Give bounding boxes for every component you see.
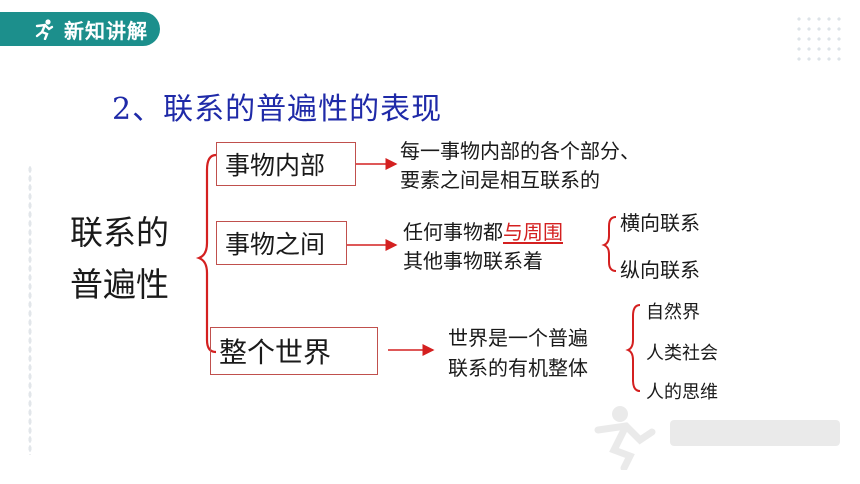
branch-label-2: 事物之间 <box>225 230 326 259</box>
branch-box-1: 事物内部 <box>216 142 356 186</box>
branch-box-2: 事物之间 <box>216 221 347 265</box>
branch-label-3: 整个世界 <box>219 336 332 369</box>
desc-3-line-2: 联系的有机整体 <box>448 356 588 380</box>
branch-desc-1: 每一事物内部的各个部分、 要素之间是相互联系的 <box>400 137 640 195</box>
sub-item-thinking: 人的思维 <box>646 382 718 403</box>
root-line-1: 联系的 <box>70 213 169 252</box>
main-brace <box>195 153 217 354</box>
sub-item-society: 人类社会 <box>646 343 718 364</box>
sub-brace-2 <box>601 216 617 272</box>
desc-3-line-1: 世界是一个普遍 <box>448 326 588 350</box>
desc-1-line-1: 每一事物内部的各个部分、 <box>400 139 640 163</box>
branch-label-1: 事物内部 <box>225 151 326 180</box>
runner-icon <box>35 19 54 40</box>
sub-item-nature: 自然界 <box>646 302 700 323</box>
section-badge: 新知讲解 <box>0 12 160 46</box>
desc-1-line-2: 要素之间是相互联系的 <box>400 168 600 192</box>
sub-brace-3 <box>625 304 641 392</box>
watermark-logo <box>594 406 840 470</box>
badge-label: 新知讲解 <box>64 18 148 43</box>
root-concept: 联系的 普遍性 <box>70 207 180 311</box>
desc-2-highlight: 与周围 <box>503 220 563 244</box>
sub-item-vertical: 纵向联系 <box>620 258 700 282</box>
root-line-2: 普遍性 <box>70 265 169 304</box>
sub-item-horizontal: 横向联系 <box>620 211 700 235</box>
desc-2-prefix: 任何事物都 <box>403 220 503 244</box>
desc-2-line-1: 任何事物都与周围 <box>403 218 563 247</box>
decorative-dot-grid <box>794 14 844 64</box>
branch-desc-2: 任何事物都与周围 其他事物联系着 <box>403 218 563 276</box>
branch-desc-3: 世界是一个普遍 联系的有机整体 <box>448 323 588 383</box>
desc-2-line-2: 其他事物联系着 <box>403 249 543 273</box>
decorative-dot-column <box>28 165 32 455</box>
branch-box-3: 整个世界 <box>210 327 378 375</box>
page-title: 2、联系的普遍性的表现 <box>112 92 443 127</box>
